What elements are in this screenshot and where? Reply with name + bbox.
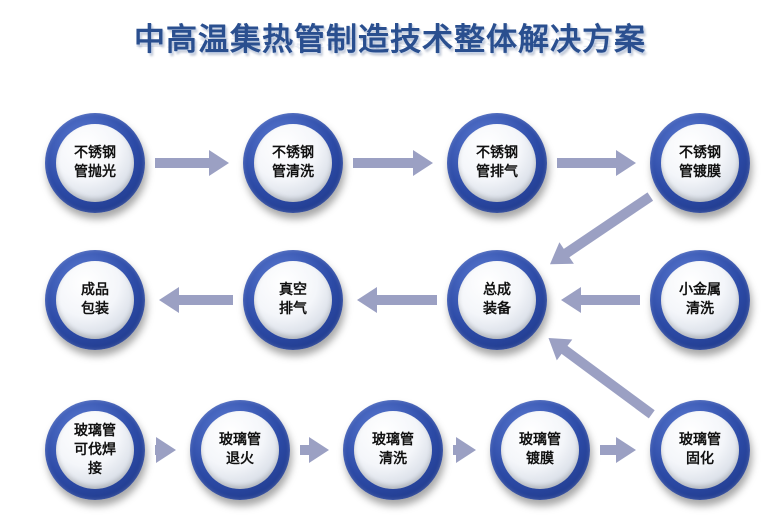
process-node-n5: 成品 包装 [45, 250, 145, 350]
arrow-n10-to-n11 [300, 437, 329, 463]
process-node-n1: 不锈钢 管抛光 [45, 113, 145, 213]
process-node-n13: 玻璃管 固化 [650, 400, 750, 500]
arrow-shape [550, 192, 654, 265]
process-node-label: 玻璃管 清洗 [372, 432, 414, 467]
arrow-shape [561, 287, 640, 313]
arrow-shape [453, 437, 476, 463]
process-node-face: 不锈钢 管清洗 [254, 124, 332, 202]
process-node-n7: 总成 装备 [447, 250, 547, 350]
arrow-shape [600, 437, 636, 463]
arrow-n11-to-n12 [453, 437, 476, 463]
arrow-shape [155, 437, 176, 463]
process-node-face: 玻璃管 清洗 [354, 411, 432, 489]
arrow-n1-to-n2 [155, 150, 229, 176]
process-node-label: 玻璃管 镀膜 [519, 432, 561, 467]
process-node-n9: 玻璃管 可伐焊 接 [45, 400, 145, 500]
diagram-title: 中高温集热管制造技术整体解决方案 [134, 22, 646, 58]
process-node-face: 成品 包装 [56, 261, 134, 339]
process-node-face: 小金属 清洗 [661, 261, 739, 339]
process-node-label: 小金属 清洗 [679, 282, 721, 317]
process-node-label: 总成 装备 [483, 282, 511, 317]
process-node-n12: 玻璃管 镀膜 [490, 400, 590, 500]
arrow-shape [353, 150, 433, 176]
process-node-face: 玻璃管 可伐焊 接 [56, 411, 134, 489]
process-node-label: 不锈钢 管排气 [476, 145, 518, 180]
arrow-n6-to-n5 [159, 287, 233, 313]
process-node-face: 玻璃管 退火 [201, 411, 279, 489]
process-node-label: 真空 排气 [279, 282, 307, 317]
process-node-face: 总成 装备 [458, 261, 536, 339]
process-node-n4: 不锈钢 管镀膜 [650, 113, 750, 213]
arrow-shape [357, 287, 437, 313]
arrow-shape [300, 437, 329, 463]
process-node-n11: 玻璃管 清洗 [343, 400, 443, 500]
process-node-label: 不锈钢 管镀膜 [679, 145, 721, 180]
process-node-n8: 小金属 清洗 [650, 250, 750, 350]
arrow-n9-to-n10 [155, 437, 176, 463]
process-node-label: 不锈钢 管清洗 [272, 145, 314, 180]
arrow-shape [557, 150, 636, 176]
process-node-face: 不锈钢 管排气 [458, 124, 536, 202]
arrow-n7-to-n6 [357, 287, 437, 313]
process-node-label: 成品 包装 [81, 282, 109, 317]
process-node-face: 不锈钢 管抛光 [56, 124, 134, 202]
process-node-n6: 真空 排气 [243, 250, 343, 350]
process-node-label: 玻璃管 退火 [219, 432, 261, 467]
arrow-n4-to-n7 [550, 192, 654, 265]
process-node-n3: 不锈钢 管排气 [447, 113, 547, 213]
arrow-shape [155, 150, 229, 176]
arrow-shape [548, 338, 655, 419]
process-node-face: 真空 排气 [254, 261, 332, 339]
arrow-n3-to-n4 [557, 150, 636, 176]
process-node-n10: 玻璃管 退火 [190, 400, 290, 500]
process-node-face: 不锈钢 管镀膜 [661, 124, 739, 202]
process-node-label: 玻璃管 可伐焊 接 [74, 422, 116, 477]
process-node-n2: 不锈钢 管清洗 [243, 113, 343, 213]
arrow-shape [159, 287, 233, 313]
process-node-label: 不锈钢 管抛光 [74, 145, 116, 180]
arrow-n12-to-n13 [600, 437, 636, 463]
process-node-face: 玻璃管 镀膜 [501, 411, 579, 489]
arrow-n8-to-n7 [561, 287, 640, 313]
arrow-n2-to-n3 [353, 150, 433, 176]
process-node-face: 玻璃管 固化 [661, 411, 739, 489]
arrow-n13-to-n7 [548, 338, 655, 419]
process-node-label: 玻璃管 固化 [679, 432, 721, 467]
